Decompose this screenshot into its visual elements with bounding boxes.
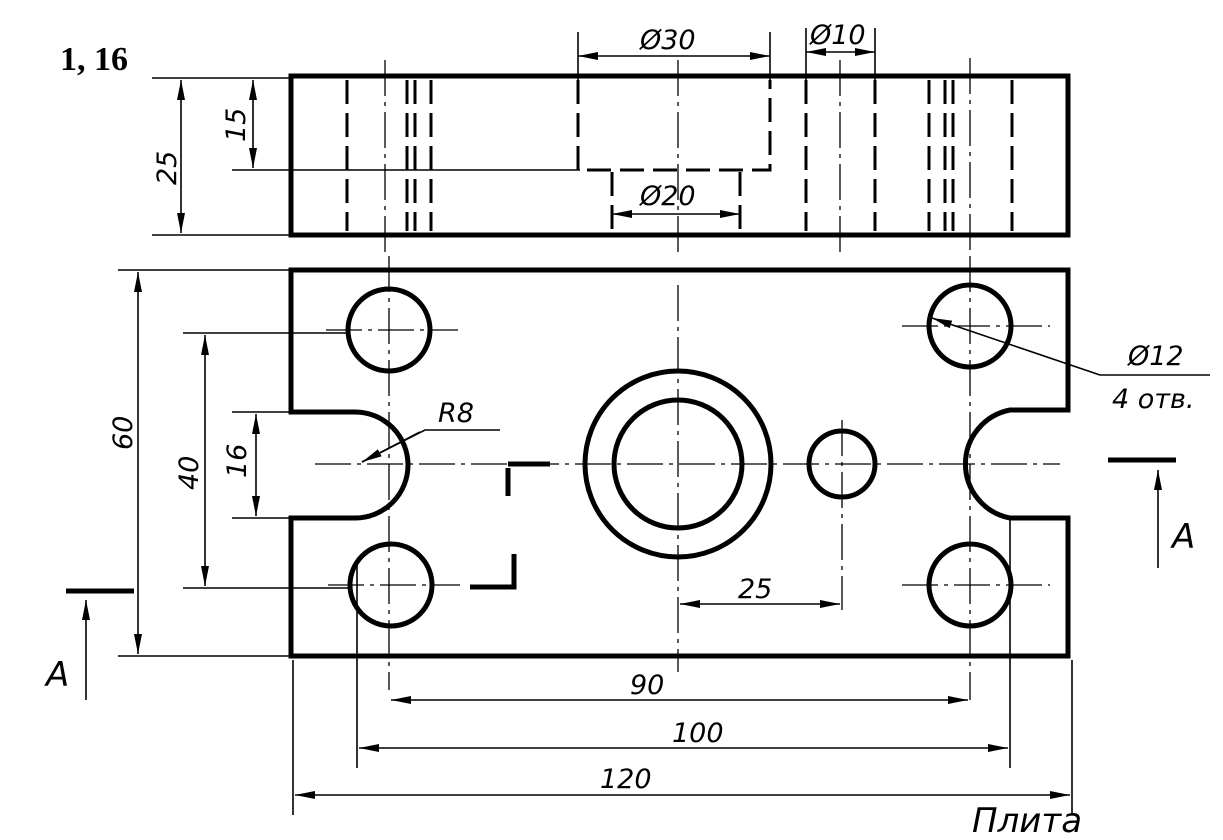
figure-number: 1, 16 — [60, 41, 128, 78]
dim-r8: R8 — [438, 398, 474, 429]
dim-d30: Ø30 — [639, 25, 696, 56]
dim-d10: Ø10 — [809, 20, 866, 51]
dim-w120: 120 — [600, 764, 652, 795]
section-marker-left: A — [44, 588, 134, 700]
section-marker-right: A — [1108, 457, 1195, 568]
dim-d12: Ø12 — [1127, 341, 1184, 372]
dim-v40: 40 — [174, 456, 205, 490]
top-view: 60 40 16 R8 Ø12 4 отв. 25 — [108, 256, 1210, 700]
dim-h15: 15 — [221, 108, 252, 142]
section-label-left: A — [44, 655, 69, 695]
front-view: Ø30 Ø10 Ø20 25 15 — [152, 20, 1071, 252]
dim-d25: 25 — [738, 574, 772, 605]
section-cut-bottom — [470, 554, 517, 590]
dim-holes-count: 4 отв. — [1112, 384, 1195, 415]
top-view-outline — [288, 267, 1071, 659]
dim-w90: 90 — [630, 670, 664, 701]
section-label-right: A — [1170, 517, 1195, 557]
dim-h25: 25 — [152, 151, 183, 185]
dim-v60: 60 — [108, 416, 139, 450]
dim-d20: Ø20 — [639, 181, 696, 212]
dim-v16: 16 — [222, 444, 253, 478]
front-view-outline — [288, 73, 1071, 238]
width-dimensions: 90 100 120 — [292, 520, 1073, 815]
dim-w100: 100 — [672, 718, 724, 749]
part-title: Плита — [972, 801, 1082, 840]
